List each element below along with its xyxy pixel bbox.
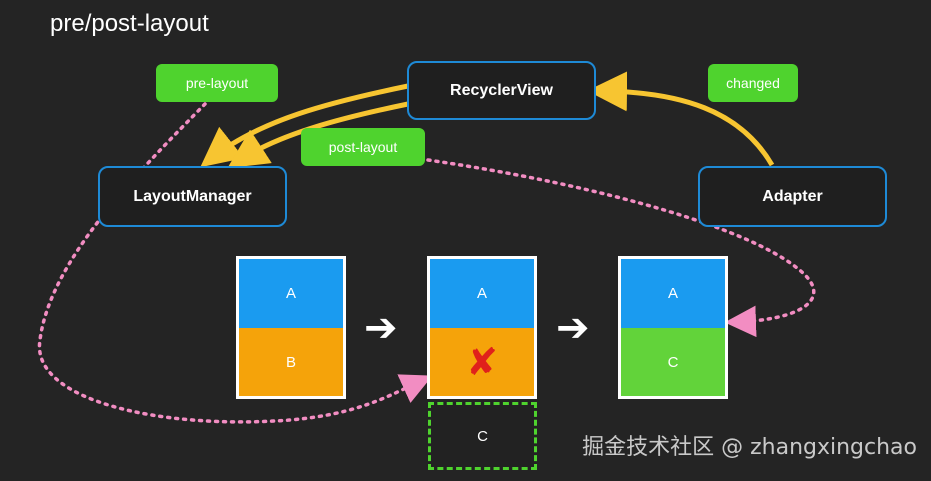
layoutmanager-node: LayoutManager [98,166,287,227]
post-layout-tag: post-layout [301,128,425,166]
list-state-final: A C [618,256,728,399]
step-arrow-icon: ➔ [364,305,398,351]
list-item-removed: ✘ [430,328,534,396]
arrow-recycler-to-layoutmanager-post [227,101,409,169]
changed-tag: changed [708,64,798,102]
recyclerview-node: RecyclerView [407,61,596,120]
arrow-adapter-to-recycler [587,71,775,167]
list-item-a: A [621,259,725,328]
list-item-offscreen-c: C [428,402,537,470]
list-item-b: B [239,328,343,396]
list-item-c: C [621,328,725,396]
pre-layout-tag: pre-layout [156,64,278,102]
watermark: 掘金技术社区 @ zhangxingchao [582,435,917,460]
page-title: pre/post-layout [50,10,209,37]
list-item-a: A [239,259,343,328]
list-state-initial: A B [236,256,346,399]
removed-x-icon: ✘ [466,340,498,384]
step-arrow-icon: ➔ [556,305,590,351]
post-layout-flow [426,158,816,338]
list-item-a: A [430,259,534,328]
adapter-node: Adapter [698,166,887,227]
list-state-removal: A ✘ [427,256,537,399]
